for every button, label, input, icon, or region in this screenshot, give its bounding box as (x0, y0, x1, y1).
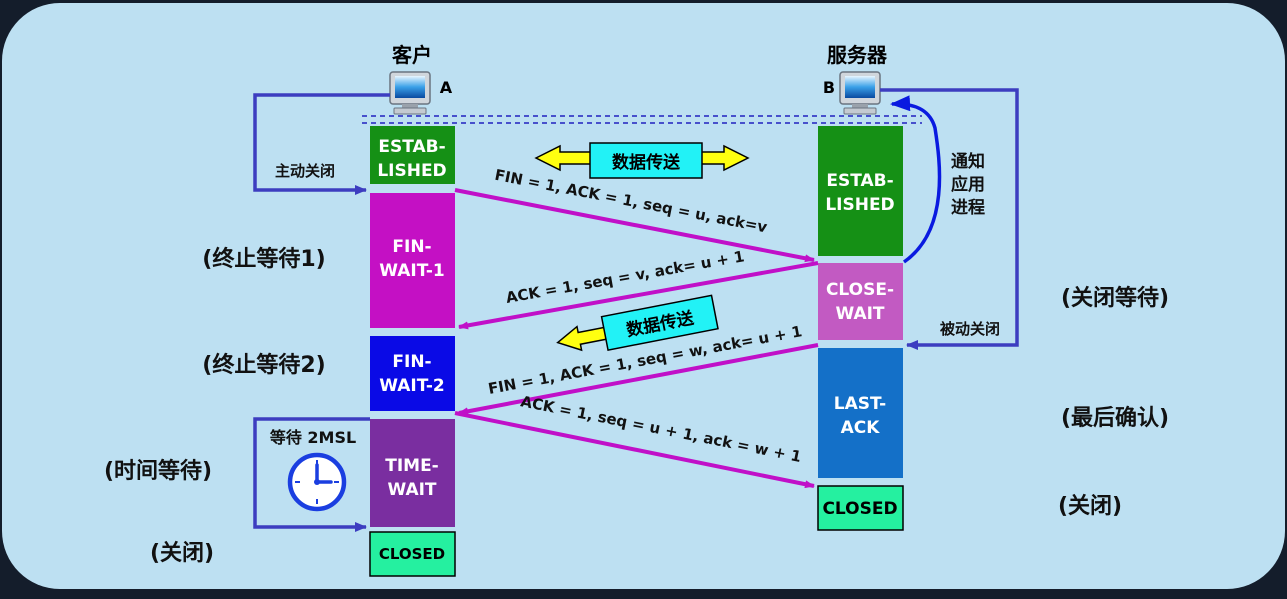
label-server-closed: (关闭) (1058, 494, 1122, 519)
client-fin-wait-1-line1: FIN- (392, 237, 431, 257)
server-last-ack-line2: ACK (841, 418, 881, 438)
wait-2msl-label: 等待 2MSL (269, 428, 356, 447)
notify-app-line3: 进程 (951, 198, 985, 218)
server-last-ack-line1: LAST- (834, 394, 886, 414)
client-letter: A (440, 78, 453, 97)
notify-app-arrow (890, 95, 942, 264)
message-arrow-4 (454, 411, 815, 489)
client-computer-icon (389, 71, 431, 115)
notify-app-line1: 通知 (951, 151, 985, 172)
client-established-line2: LISHED (377, 161, 446, 181)
client-fin-wait-2-line1: FIN- (392, 352, 431, 372)
client-established-line1: ESTAB- (378, 137, 445, 157)
client-state-time-wait (370, 419, 455, 527)
data-transfer-label-1: 数据传送 (612, 152, 681, 173)
wait-2msl-flow-line (253, 417, 370, 532)
client-state-established (370, 126, 455, 184)
active-close-label: 主动关闭 (275, 162, 335, 180)
client-state-fin-wait-1 (370, 193, 455, 328)
passive-close-flow-line (880, 88, 1019, 350)
client-title: 客户 (391, 43, 432, 67)
server-state-closed (817, 485, 904, 531)
server-state-close-wait (818, 263, 903, 340)
server-established-line2: LISHED (825, 195, 894, 215)
message-arrow-3 (458, 343, 819, 416)
server-close-wait-line2: WAIT (835, 304, 884, 324)
client-fin-wait-1-line2: WAIT-1 (379, 261, 444, 281)
label-close-wait: (关闭等待) (1061, 285, 1169, 311)
label-client-closed: (关闭) (150, 541, 214, 566)
server-close-wait-line1: CLOSE- (826, 280, 894, 300)
message-arrow-2 (458, 261, 819, 330)
server-letter: B (823, 78, 835, 97)
label-fin-wait-1: (终止等待1) (202, 246, 325, 272)
label-last-ack: (最后确认) (1061, 405, 1169, 431)
clock-icon (287, 452, 347, 512)
server-closed-label: CLOSED (822, 499, 897, 519)
server-title: 服务器 (827, 43, 888, 67)
client-time-wait-line1: TIME- (385, 456, 439, 476)
message-arrow-1 (454, 188, 815, 263)
client-closed-label: CLOSED (379, 545, 445, 563)
client-state-fin-wait-2 (370, 336, 455, 411)
active-close-flow-line (253, 93, 390, 195)
client-time-wait-line2: WAIT (387, 480, 436, 500)
server-state-last-ack (818, 348, 903, 478)
data-transfer-arrow-1: 数据传送 (534, 142, 750, 179)
server-state-established (818, 126, 903, 256)
label-time-wait: (时间等待) (104, 458, 212, 484)
client-state-closed (369, 531, 456, 577)
data-transfer-arrow-2: 数据传送 (556, 294, 719, 352)
client-fin-wait-2-line2: WAIT-2 (379, 376, 444, 396)
server-computer-icon (839, 71, 881, 115)
passive-close-label: 被动关闭 (940, 320, 1000, 338)
label-fin-wait-2: (终止等待2) (202, 352, 325, 378)
notify-app-line2: 应用 (951, 174, 985, 195)
server-established-line1: ESTAB- (826, 171, 893, 191)
